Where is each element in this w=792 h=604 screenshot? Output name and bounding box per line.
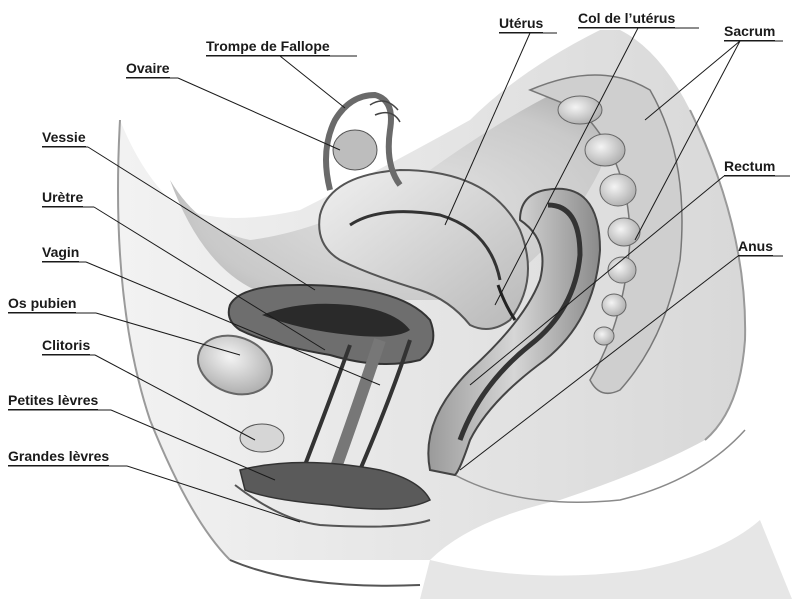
body-silhouette bbox=[118, 30, 792, 599]
label-uretre: Urètre bbox=[42, 189, 83, 207]
label-vagin: Vagin bbox=[42, 244, 79, 262]
label-clitoris: Clitoris bbox=[42, 337, 90, 355]
label-rectum: Rectum bbox=[724, 158, 775, 176]
label-ovaire: Ovaire bbox=[126, 60, 170, 78]
label-anus: Anus bbox=[738, 238, 773, 256]
label-trompe-de-fallope: Trompe de Fallope bbox=[206, 38, 330, 56]
label-os-pubien: Os pubien bbox=[8, 295, 76, 313]
label-uterus: Utérus bbox=[499, 15, 543, 33]
label-grandes-levres: Grandes lèvres bbox=[8, 448, 109, 466]
label-col-de-l-uterus: Col de l’utérus bbox=[578, 10, 675, 28]
label-sacrum: Sacrum bbox=[724, 23, 775, 41]
label-petites-levres: Petites lèvres bbox=[8, 392, 98, 410]
label-vessie: Vessie bbox=[42, 129, 86, 147]
